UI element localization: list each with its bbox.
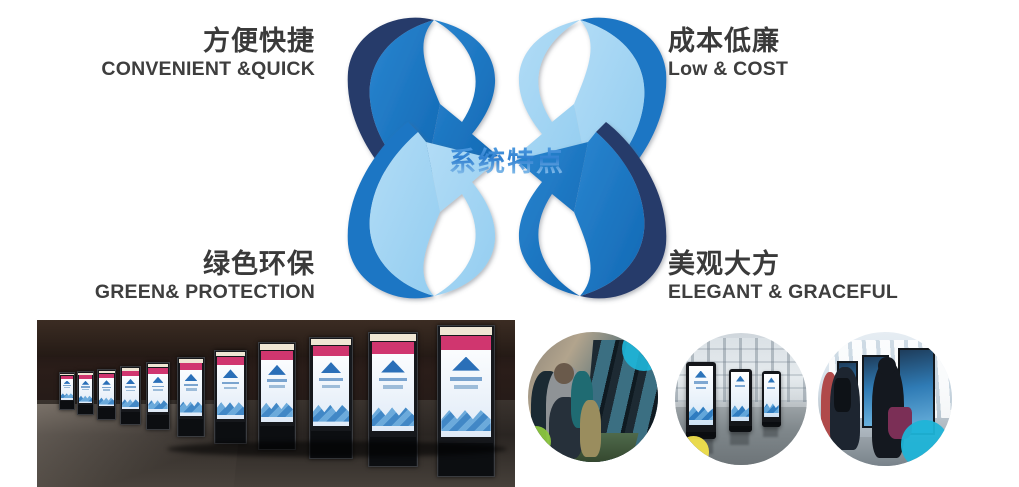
person-head [878, 357, 896, 375]
corridor-kiosk [146, 362, 170, 431]
accent-circle-green [528, 425, 552, 457]
kiosk-floor-shadow [167, 440, 507, 457]
feature-title-cn: 成本低廉 [668, 26, 780, 56]
feature-title-en: GREEN& PROTECTION [94, 280, 315, 303]
photo-users-at-kiosks-outdoor [528, 332, 658, 462]
corridor-kiosk [258, 342, 296, 451]
lobby-kiosk [685, 362, 716, 439]
corridor-kiosk [214, 349, 247, 444]
backpack [834, 377, 852, 413]
photo-strip [0, 318, 1019, 487]
accent-circle-yellow [677, 435, 710, 465]
converging-arrows-diagram [322, 8, 692, 308]
feature-convenient-quick: 方便快捷 CONVENIENT &QUICK [0, 27, 315, 79]
floor-reflection [730, 430, 749, 446]
floor-reflection [763, 425, 778, 438]
corridor-kiosk [120, 366, 141, 426]
feature-title-cn: 绿色环保 [203, 249, 315, 279]
accent-circle-cyan [901, 420, 950, 466]
lobby-kiosk [762, 371, 781, 427]
feature-title-cn: 美观大方 [668, 249, 780, 279]
feature-elegant-graceful: 美观大方 ELEGANT & GRACEFUL [668, 250, 998, 302]
feature-title-en: Low & COST [668, 57, 789, 80]
feature-green-protection: 绿色环保 GREEN& PROTECTION [0, 250, 315, 302]
photo-corridor-kiosk-row [37, 320, 515, 487]
feature-title-en: ELEGANT & GRACEFUL [668, 280, 899, 303]
lobby-kiosk [729, 368, 752, 432]
accent-circle-cyan [621, 332, 658, 371]
feature-title-cn: 方便快捷 [203, 26, 315, 56]
person-head [554, 363, 574, 384]
feature-title-en: CONVENIENT &QUICK [101, 57, 315, 80]
photo-users-touching-screens-lobby [818, 332, 952, 466]
corridor-kiosk [309, 336, 353, 459]
person-silhouette [580, 399, 601, 457]
corridor-kiosk [177, 356, 205, 437]
corridor-kiosk [77, 371, 94, 416]
arrow-bottom-right [516, 122, 667, 299]
corridor-kiosk [97, 369, 116, 421]
feature-low-cost: 成本低廉 Low & COST [668, 27, 988, 79]
photo-three-standing-kiosks-lobby [675, 333, 807, 465]
corridor-kiosk [59, 372, 75, 411]
arrow-bottom-left [347, 122, 498, 299]
